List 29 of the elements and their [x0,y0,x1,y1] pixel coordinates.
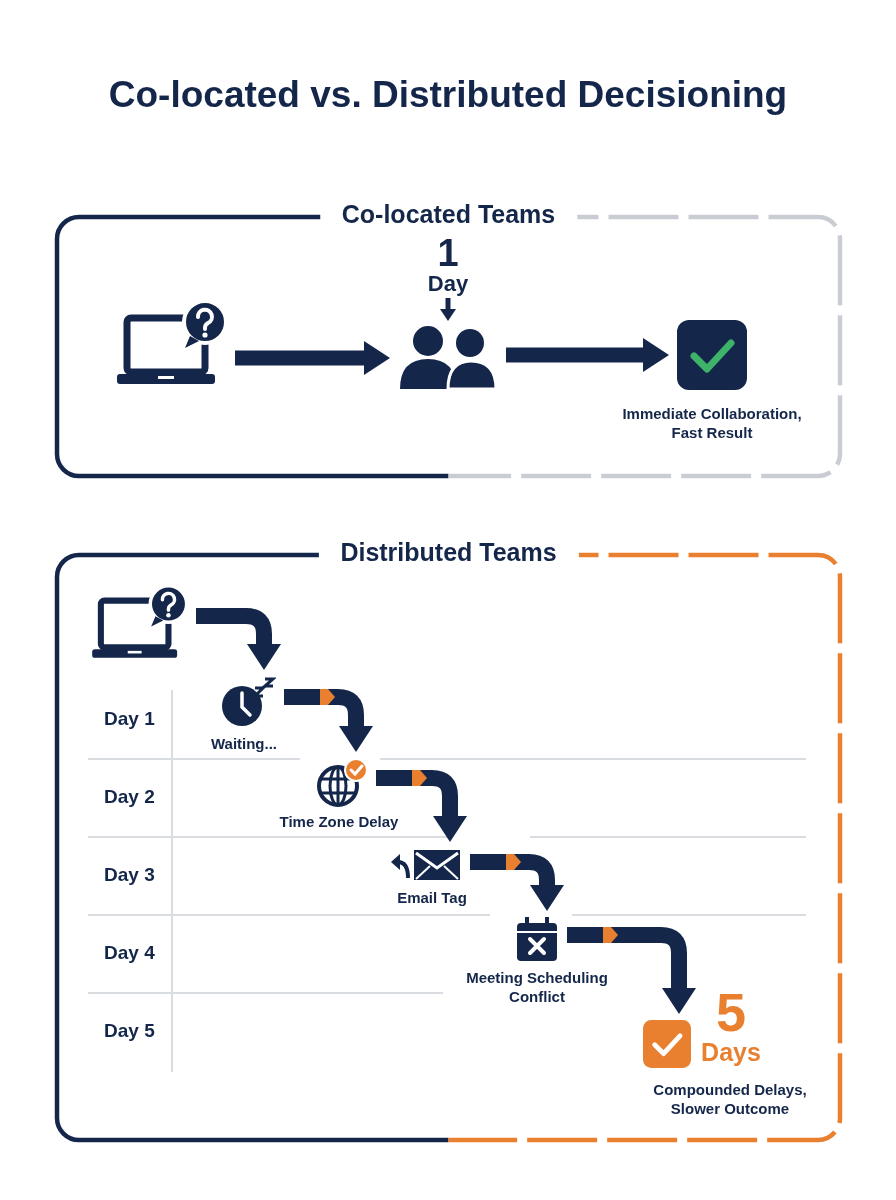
arrow [376,770,467,842]
email-reply-icon [390,848,462,882]
arrow [506,338,669,372]
duration-label: 5 Days [700,986,762,1066]
node-label: Email Tag [396,888,468,907]
node-label: Meeting Scheduling Conflict [465,968,609,1006]
checkmark-icon [643,1020,691,1068]
row-label: Day 5 [104,1020,155,1042]
row-label: Day 4 [104,942,155,964]
node-label: Waiting... [209,734,279,753]
row-label: Day 3 [104,864,155,886]
clock-sleep-icon [220,676,276,728]
globe-icon [316,758,368,808]
row-label: Day 1 [104,708,155,730]
arrow [440,298,456,321]
arrow [567,927,696,1014]
diagram-title: Co-located vs. Distributed Decisioning [107,74,789,116]
node-label: Immediate Collaboration, Fast Result [621,404,803,442]
duration-label: 1 Day [425,234,471,296]
arrow [284,689,373,752]
arrow [470,854,564,911]
node-label: Time Zone Delay [278,812,400,831]
calendar-cancel-icon [515,917,559,963]
arrow [196,608,281,670]
checkmark-icon [677,320,747,390]
arrow [235,341,390,375]
node-label: Compounded Delays, Slower Outcome [652,1080,808,1118]
people-icon [398,325,498,391]
row-label: Day 2 [104,786,155,808]
